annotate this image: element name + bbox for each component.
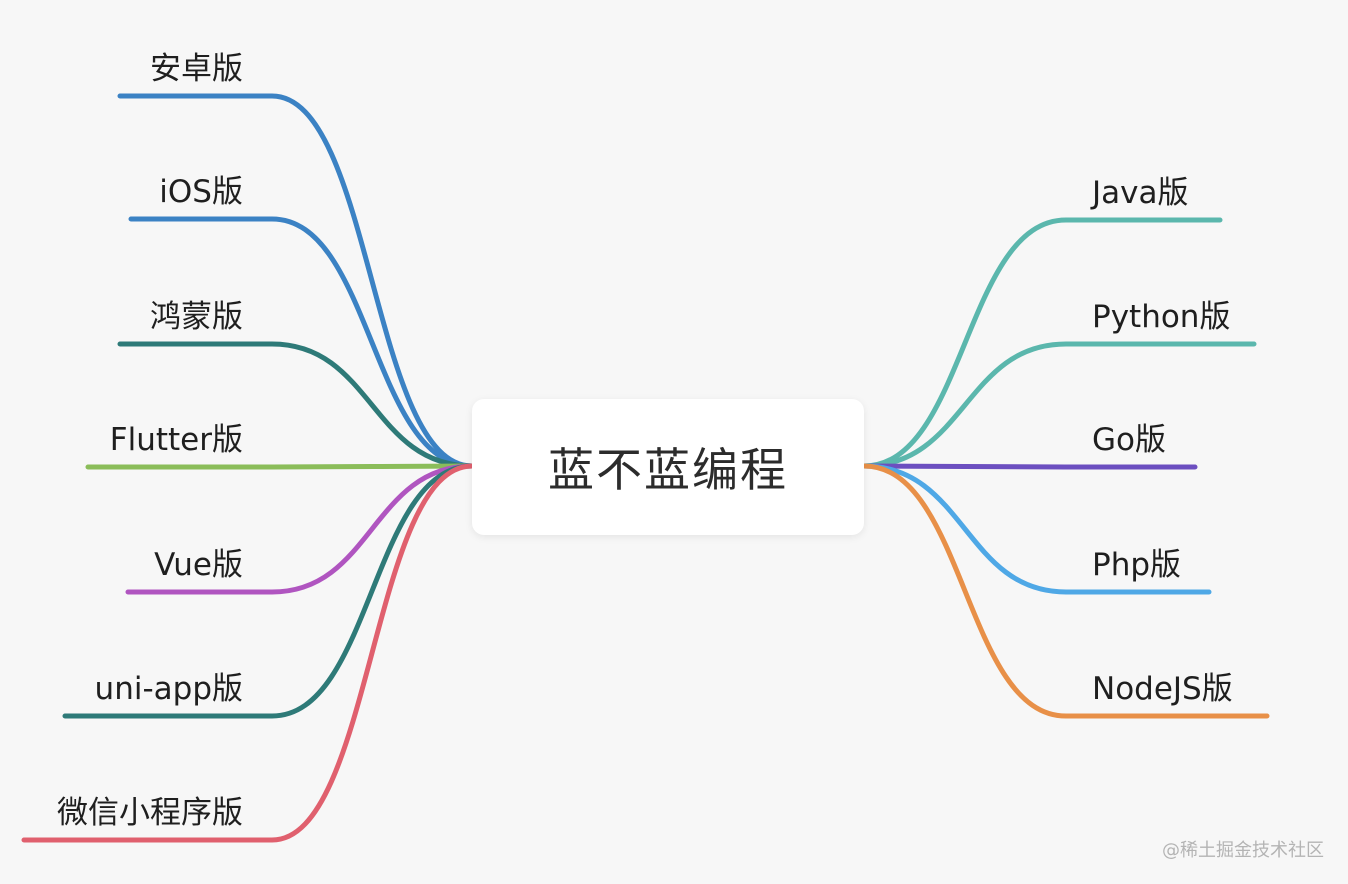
branch-label-right-0[interactable]: Java版	[1092, 175, 1189, 211]
connector-left-0	[117, 93, 475, 469]
branch-label-left-6[interactable]: 微信小程序版	[57, 795, 243, 831]
connector-left-5	[62, 463, 475, 719]
connector-right-3	[861, 463, 1212, 595]
watermark: @稀土掘金技术社区	[1162, 840, 1324, 861]
branch-label-left-4[interactable]: Vue版	[154, 547, 243, 583]
connector-left-1	[128, 216, 475, 469]
branch-label-left-0[interactable]: 安卓版	[150, 51, 243, 87]
connector-right-0	[861, 217, 1223, 469]
branch-label-left-2[interactable]: 鸿蒙版	[150, 299, 243, 335]
branch-label-left-1[interactable]: iOS版	[159, 174, 243, 210]
center-title: 蓝不蓝编程	[548, 443, 788, 497]
branch-label-left-5[interactable]: uni-app版	[94, 671, 243, 707]
branch-label-left-3[interactable]: Flutter版	[109, 422, 243, 458]
center-node[interactable]: 蓝不蓝编程	[472, 399, 864, 535]
connector-right-4	[861, 463, 1270, 719]
connector-left-2	[117, 341, 475, 469]
branch-label-right-3[interactable]: Php版	[1092, 547, 1182, 583]
connector-left-3	[85, 463, 475, 470]
connector-left-6	[21, 463, 475, 843]
connector-right-2	[861, 463, 1198, 470]
connector-left-4	[125, 463, 475, 595]
connector-right-1	[861, 341, 1257, 469]
branch-label-right-4[interactable]: NodeJS版	[1092, 671, 1233, 707]
branch-label-right-2[interactable]: Go版	[1092, 422, 1166, 458]
branch-label-right-1[interactable]: Python版	[1092, 299, 1231, 335]
